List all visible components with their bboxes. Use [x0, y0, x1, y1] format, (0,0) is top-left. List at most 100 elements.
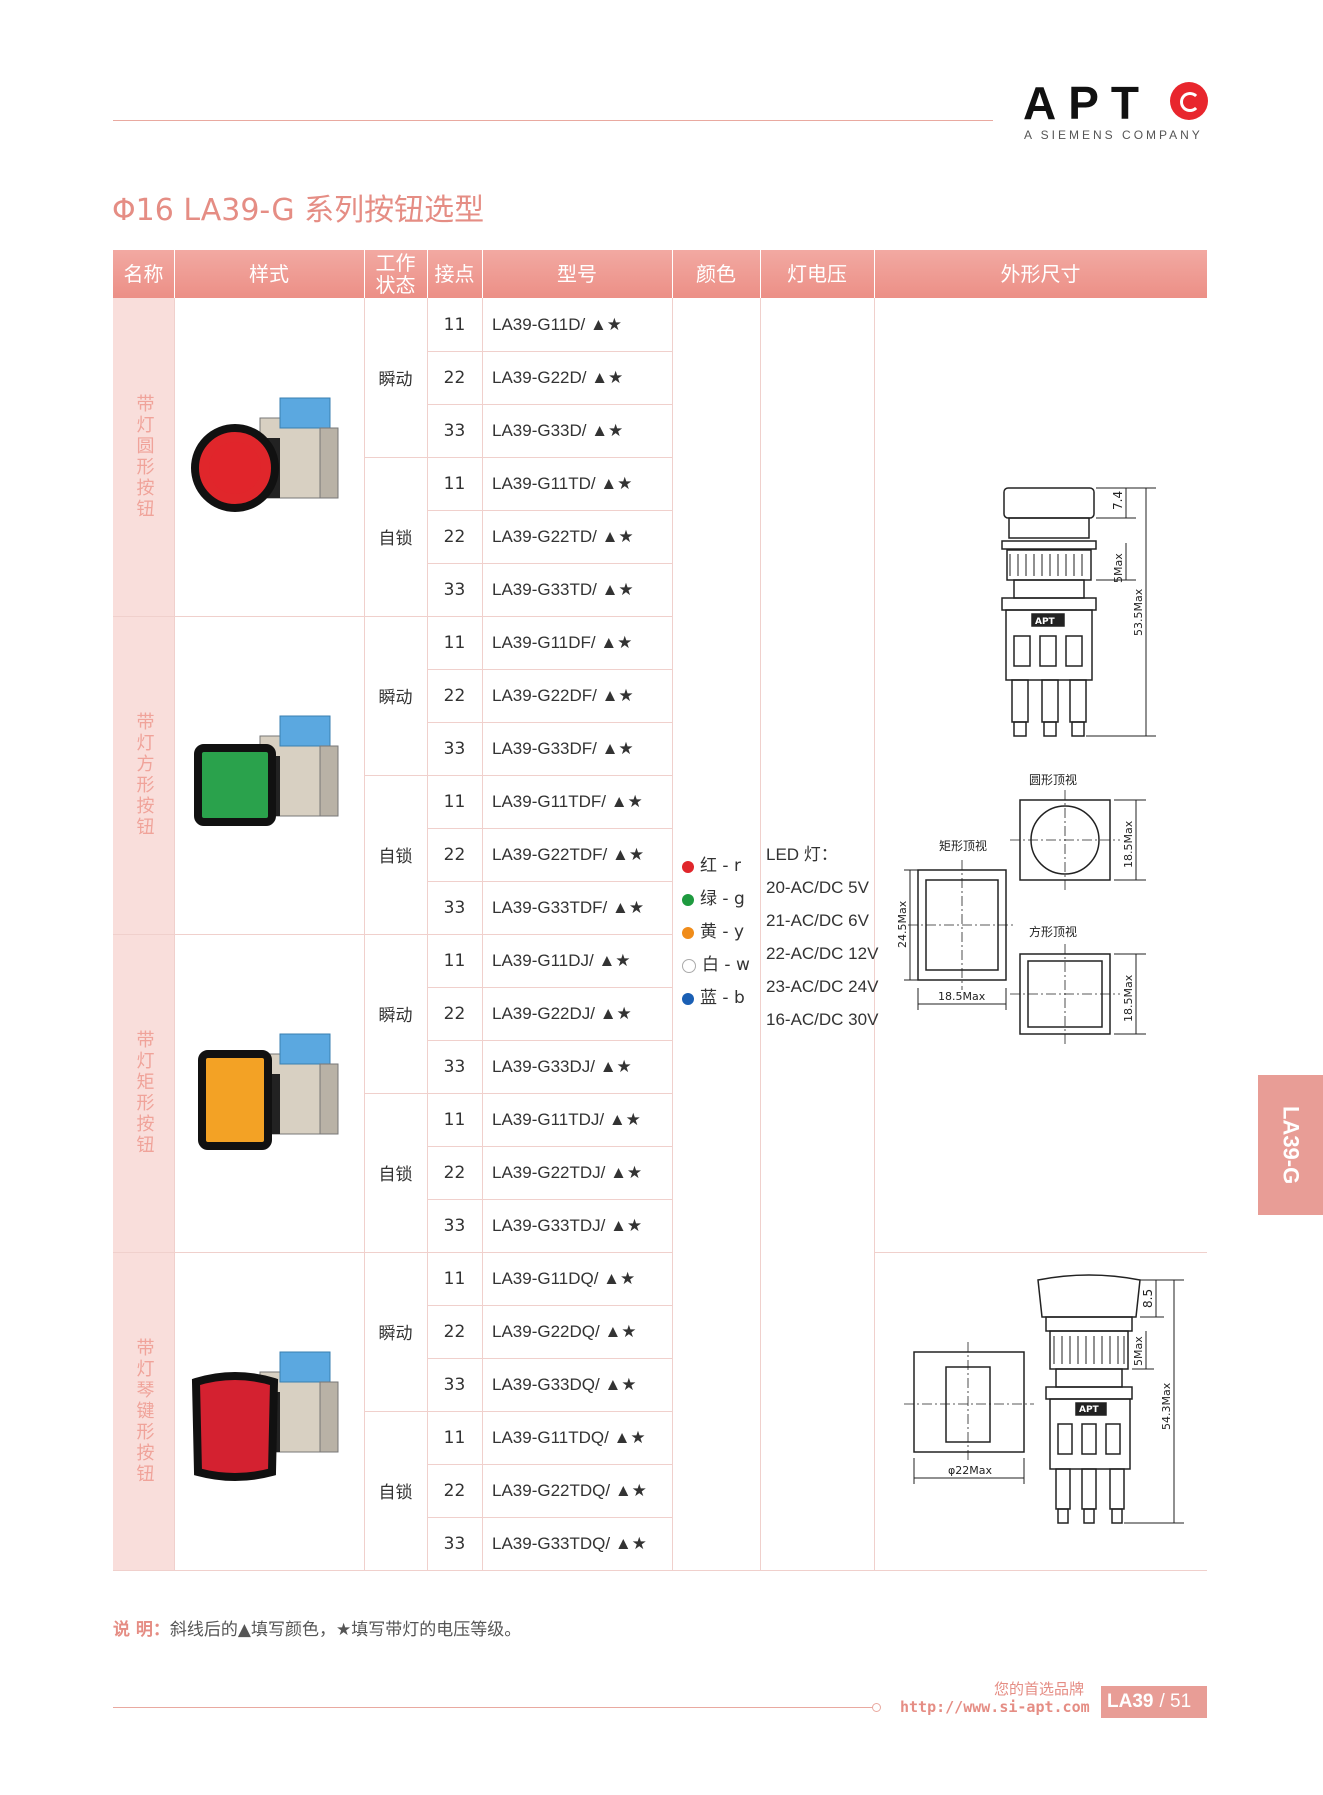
row-divider — [427, 722, 672, 723]
column-divider — [874, 298, 875, 1570]
plate-label: APT — [1035, 617, 1056, 627]
group-name: 带灯矩形按钮 — [133, 1030, 155, 1156]
row-divider — [427, 987, 672, 988]
group-divider — [113, 1252, 672, 1253]
group-name-cell: 带灯圆形按钮 — [113, 298, 174, 616]
model-cell: LA39-G22TDJ/ ▲★ — [492, 1162, 643, 1182]
model-cell: LA39-G33TDJ/ ▲★ — [492, 1215, 643, 1235]
contact-cell: 33 — [443, 738, 466, 759]
group-name: 带灯琴键形按钮 — [133, 1337, 155, 1485]
mode-cell: 自锁 — [378, 529, 413, 549]
model-cell: LA39-G33TD/ ▲★ — [492, 579, 634, 599]
model-cell: LA39-G22TD/ ▲★ — [492, 526, 634, 546]
model-cell: LA39-G22TDQ/ ▲★ — [492, 1480, 647, 1500]
contact-cell: 33 — [443, 1056, 466, 1077]
note-text: 斜线后的▲填写颜色，★填写带灯的电压等级。 — [169, 1620, 522, 1640]
mode-cell: 自锁 — [378, 1165, 413, 1185]
model-cell: LA39-G11TD/ ▲★ — [492, 473, 633, 493]
group-name-cell: 带灯方形按钮 — [113, 616, 174, 934]
voltage-title: LED 灯： — [766, 845, 838, 864]
model-cell: LA39-G22DF/ ▲★ — [492, 685, 634, 705]
color-option: 绿 - g — [682, 883, 750, 916]
footer-url[interactable]: http://www.si-apt.com — [900, 1698, 1090, 1716]
color-options: 红 - r 绿 - g 黄 - y 白 - w 蓝 - b — [682, 850, 750, 1015]
model-cell: LA39-G11TDJ/ ▲★ — [492, 1109, 641, 1129]
contact-cell: 22 — [443, 1003, 466, 1024]
contact-cell: 33 — [443, 1533, 466, 1554]
row-divider — [427, 828, 672, 829]
model-cell: LA39-G33DF/ ▲★ — [492, 738, 634, 758]
model-cell: LA39-G11DF/ ▲★ — [492, 632, 633, 652]
column-divider — [760, 298, 761, 1570]
group-name: 带灯方形按钮 — [133, 712, 155, 838]
row-divider — [427, 457, 672, 458]
model-cell: LA39-G33DQ/ ▲★ — [492, 1374, 637, 1394]
row-divider — [427, 1093, 672, 1094]
yellow-dot-icon — [682, 926, 694, 939]
table-bottom-rule — [113, 1570, 1207, 1571]
model-cell: LA39-G33D/ ▲★ — [492, 420, 624, 440]
voltage-item: 21-AC/DC 6V — [766, 911, 869, 930]
green-dot-icon — [682, 893, 694, 906]
series-side-tab: LA39-G — [1258, 1075, 1323, 1215]
model-cell: LA39-G22TDF/ ▲★ — [492, 844, 645, 864]
dim-label: 18.5Max — [1122, 974, 1135, 1022]
contact-cell: 11 — [443, 950, 466, 971]
mode-cell: 瞬动 — [378, 1006, 413, 1026]
dim-label: 53.5Max — [1132, 588, 1145, 636]
column-divider — [427, 298, 428, 1570]
dim-label: 18.5Max — [938, 990, 986, 1003]
rect-top-label: 矩形顶视 — [939, 838, 987, 853]
row-divider — [427, 1411, 672, 1412]
row-divider — [427, 1464, 672, 1465]
page-number: / 51 — [1159, 1691, 1192, 1712]
voltage-item: 23-AC/DC 24V — [766, 977, 879, 996]
row-divider — [427, 1305, 672, 1306]
model-cell: LA39-G11DJ/ ▲★ — [492, 950, 631, 970]
contact-cell: 11 — [443, 314, 466, 335]
column-divider — [482, 298, 483, 1570]
product-image — [180, 994, 360, 1184]
model-cell: LA39-G11TDF/ ▲★ — [492, 791, 643, 811]
product-image — [180, 358, 360, 548]
product-image — [180, 676, 360, 866]
contact-cell: 33 — [443, 579, 466, 600]
row-divider — [364, 457, 427, 458]
key-button-drawing: APT 8.5 5Max 54.3Max φ22Max — [904, 1274, 1184, 1524]
plate-label: APT — [1079, 1405, 1100, 1415]
footer-slogan: 您的首选品牌 — [994, 1680, 1085, 1698]
blue-dot-icon — [682, 992, 694, 1005]
page-title: Φ16 LA39-G 系列按钮选型 — [112, 193, 485, 228]
contact-cell: 11 — [443, 473, 466, 494]
model-cell: LA39-G22DQ/ ▲★ — [492, 1321, 637, 1341]
white-dot-icon — [682, 958, 696, 973]
color-option: 黄 - y — [682, 916, 750, 949]
row-divider — [427, 1517, 672, 1518]
contact-cell: 22 — [443, 1480, 466, 1501]
model-cell: LA39-G11TDQ/ ▲★ — [492, 1427, 646, 1447]
dim-divider — [874, 1252, 1207, 1253]
contact-cell: 11 — [443, 1268, 466, 1289]
page-number-box: LA39/ 51 — [1101, 1686, 1207, 1718]
model-cell: LA39-G33TDF/ ▲★ — [492, 897, 645, 917]
contact-cell: 22 — [443, 844, 466, 865]
header-dimensions: 外形尺寸 — [1000, 262, 1081, 286]
model-cell: LA39-G11DQ/ ▲★ — [492, 1268, 636, 1288]
dim-label: 5Max — [1112, 553, 1125, 583]
contact-cell: 22 — [443, 367, 466, 388]
note-label: 说 明： — [113, 1620, 170, 1640]
row-divider — [427, 563, 672, 564]
mode-cell: 瞬动 — [378, 370, 413, 390]
red-dot-icon — [682, 860, 694, 873]
row-divider — [427, 669, 672, 670]
model-cell: LA39-G33DJ/ ▲★ — [492, 1056, 632, 1076]
contact-cell: 33 — [443, 1374, 466, 1395]
header-contact: 接点 — [434, 262, 475, 286]
footer-dot-icon — [872, 1703, 881, 1712]
model-cell: LA39-G33TDQ/ ▲★ — [492, 1533, 647, 1553]
dim-label: 8.5 — [1141, 1289, 1155, 1308]
model-cell: LA39-G11D/ ▲★ — [492, 314, 623, 334]
side-view-drawing — [1001, 487, 1097, 737]
footer-rule — [113, 1707, 873, 1708]
contact-cell: 11 — [443, 791, 466, 812]
